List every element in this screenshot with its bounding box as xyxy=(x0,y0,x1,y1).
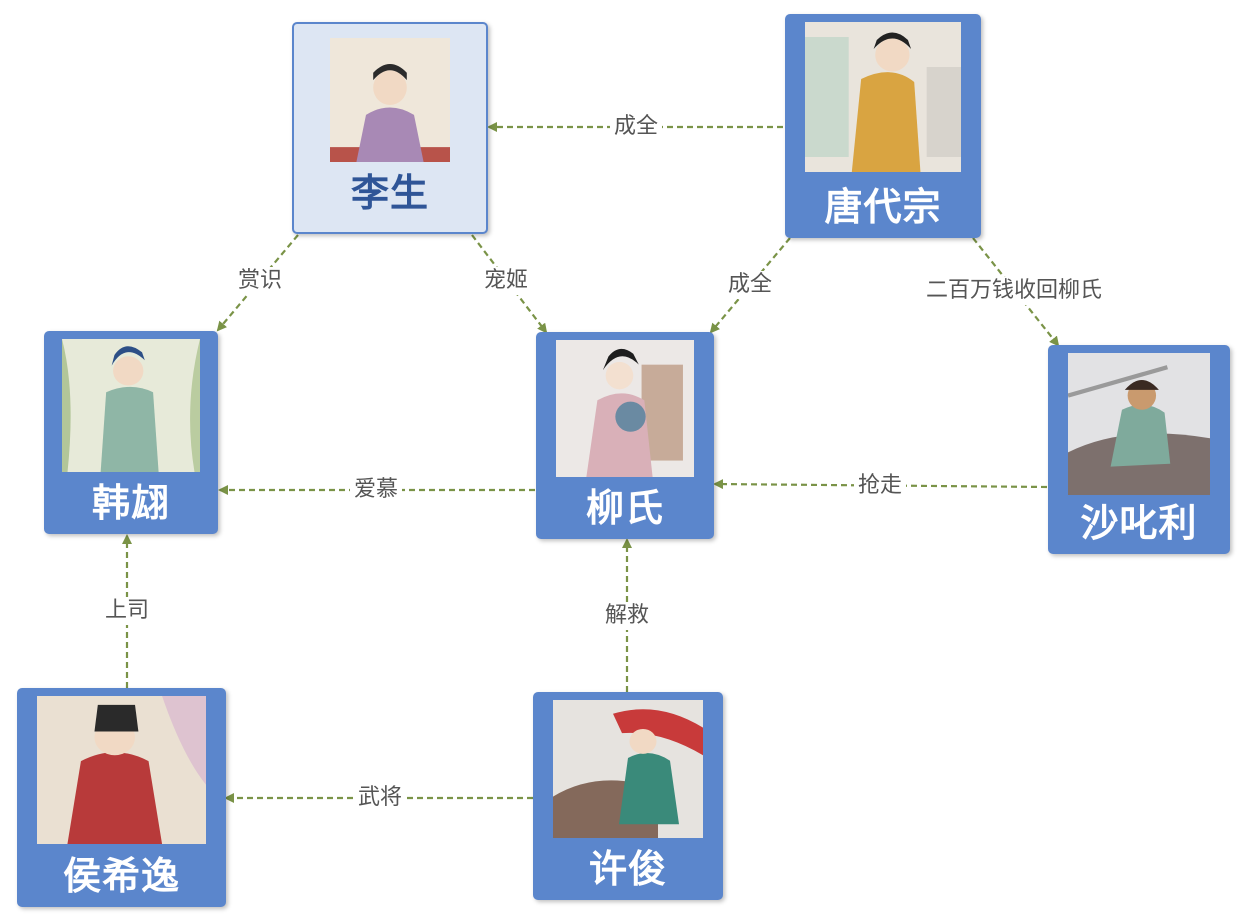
portrait-robe xyxy=(356,107,424,162)
edge-tangdaizong-shazhili xyxy=(972,237,1060,347)
edge-label-shangshi: 赏识 xyxy=(233,267,287,295)
portrait-robe xyxy=(100,386,159,472)
node-xujun[interactable]: 许俊 xyxy=(533,692,723,900)
houxiyi-portrait xyxy=(37,696,206,844)
node-hanhong[interactable]: 韩翃 xyxy=(44,331,218,534)
edge-label-jiejiu: 解救 xyxy=(600,602,654,630)
node-houxiyi[interactable]: 侯希逸 xyxy=(17,688,226,907)
edge-shazhili-liushi xyxy=(713,479,1048,490)
node-tangdaizong[interactable]: 唐代宗 xyxy=(785,14,981,238)
node-label-tangdaizong: 唐代宗 xyxy=(824,185,942,229)
node-lisheng[interactable]: 李生 xyxy=(292,22,488,234)
edge-label-chengquan-1: 成全 xyxy=(609,113,663,141)
node-label-xujun: 许俊 xyxy=(588,847,667,891)
node-shazhili[interactable]: 沙叱利 xyxy=(1048,345,1230,554)
node-label-shazhili: 沙叱利 xyxy=(1080,501,1198,545)
edge-label-erbaiwan: 二百万钱收回柳氏 xyxy=(921,277,1107,305)
shazhili-portrait xyxy=(1068,353,1210,495)
edge-label-chengquan-2: 成全 xyxy=(723,271,777,299)
portrait-robe xyxy=(619,753,679,825)
lisheng-portrait xyxy=(330,38,450,162)
tangdaizong-portrait xyxy=(805,22,961,172)
portrait-robe xyxy=(67,752,163,844)
node-label-lisheng: 李生 xyxy=(350,171,429,215)
general-figure-icon xyxy=(37,696,206,844)
liushi-portrait xyxy=(556,340,694,477)
edge-label-wujiang: 武将 xyxy=(353,784,407,812)
portrait-robe xyxy=(851,72,921,172)
rider-figure-icon xyxy=(1068,353,1210,495)
emperor-figure-icon xyxy=(805,22,961,172)
lady-figure-icon xyxy=(556,340,694,477)
xujun-portrait xyxy=(553,700,703,838)
node-label-houxiyi: 侯希逸 xyxy=(62,854,180,898)
node-label-hanhong: 韩翃 xyxy=(91,481,170,525)
official-figure-icon xyxy=(62,339,200,472)
node-label-liushi: 柳氏 xyxy=(585,486,664,530)
edge-label-qiangzou: 抢走 xyxy=(853,472,907,500)
portrait-robe xyxy=(1110,404,1171,467)
scholar-figure-icon xyxy=(330,38,450,162)
node-liushi[interactable]: 柳氏 xyxy=(536,332,714,539)
edge-label-chongji: 宠姬 xyxy=(479,267,533,295)
hanhong-portrait xyxy=(62,339,200,472)
edge-label-shangsi: 上司 xyxy=(100,597,154,625)
edge-label-aimu: 爱慕 xyxy=(349,476,403,504)
warrior-figure-icon xyxy=(553,700,703,838)
